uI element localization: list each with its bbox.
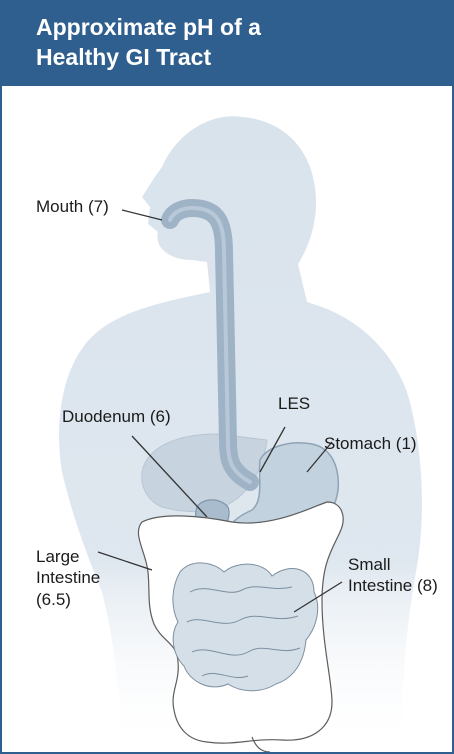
figure-title-line-2: Healthy GI Tract <box>36 45 211 69</box>
small-intestine-label-line-2: Intestine (8) <box>348 576 438 596</box>
figure-header: Approximate pH of a Healthy GI Tract <box>2 2 452 86</box>
duodenum-label: Duodenum (6) <box>62 407 171 427</box>
large-intestine-label-line-1: Large <box>36 547 79 567</box>
les-label: LES <box>278 394 310 414</box>
stomach-label: Stomach (1) <box>324 434 417 454</box>
large-intestine-label-line-2: Intestine <box>36 568 100 588</box>
large-intestine-label-line-3: (6.5) <box>36 590 71 610</box>
mouth-label: Mouth (7) <box>36 197 109 217</box>
figure-title-line-1: Approximate pH of a <box>36 15 261 39</box>
small-intestine-label-line-1: Small <box>348 555 391 575</box>
